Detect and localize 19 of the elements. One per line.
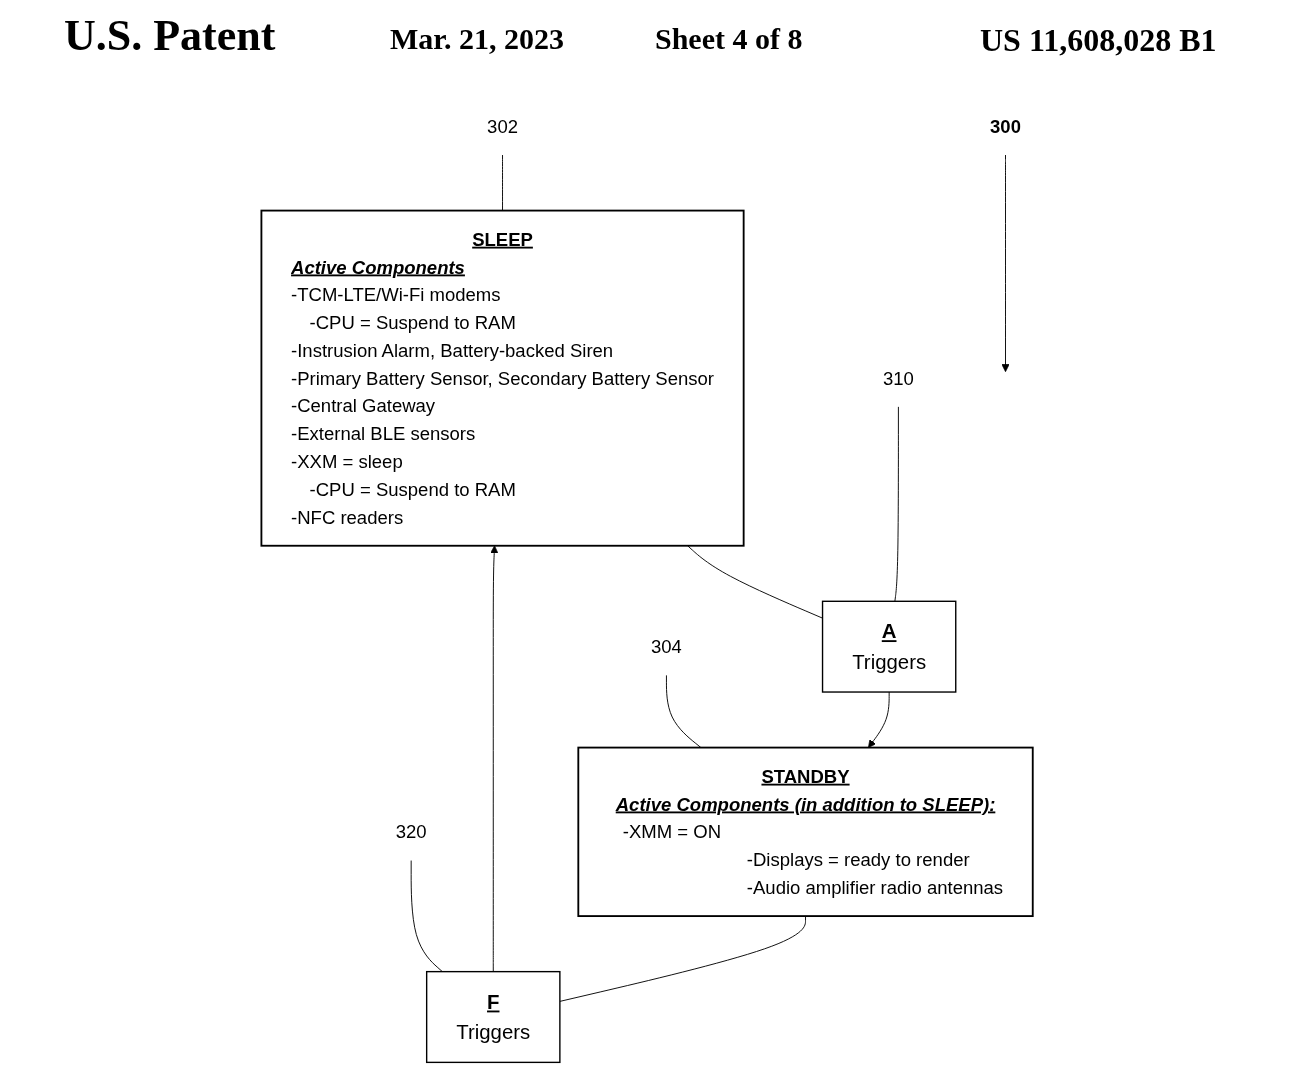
connector xyxy=(559,915,806,1002)
node-text: 304 xyxy=(651,636,682,657)
connector xyxy=(502,154,503,212)
patent-number: US 11,608,028 B1 xyxy=(980,22,1217,59)
node-text: 310 xyxy=(882,367,914,389)
publication-label: U.S. Patent xyxy=(64,10,276,61)
node-text: 300 xyxy=(990,116,1021,137)
issue-date: Mar. 21, 2023 xyxy=(390,22,564,56)
node-box: STANDBY Active Components (in addition to SLEEP): -XMM = ON -Displays = ready to render -Audio amplifier radio antennas xyxy=(577,746,1034,917)
node-text: 302 xyxy=(487,116,518,137)
connector xyxy=(410,860,443,973)
node-box: A Triggers xyxy=(821,600,957,693)
node-box: F Triggers xyxy=(425,970,561,1064)
node-text: 320 xyxy=(395,821,427,843)
connector xyxy=(666,674,702,749)
connector xyxy=(894,406,899,602)
connector xyxy=(687,545,823,619)
node-box: SLEEP Active Components -TCM-LTE/Wi-Fi modems -CPU = Suspend to RAM -Instrusion Alarm, Battery-backed Siren -Primary Battery Sensor, Secondary Battery Sensor -Central Gateway -External BLE sensors -XXM = sleep -CPU = Suspend to RAM -NFC readers xyxy=(260,209,745,547)
sheet-number: Sheet 4 of 8 xyxy=(655,22,803,56)
